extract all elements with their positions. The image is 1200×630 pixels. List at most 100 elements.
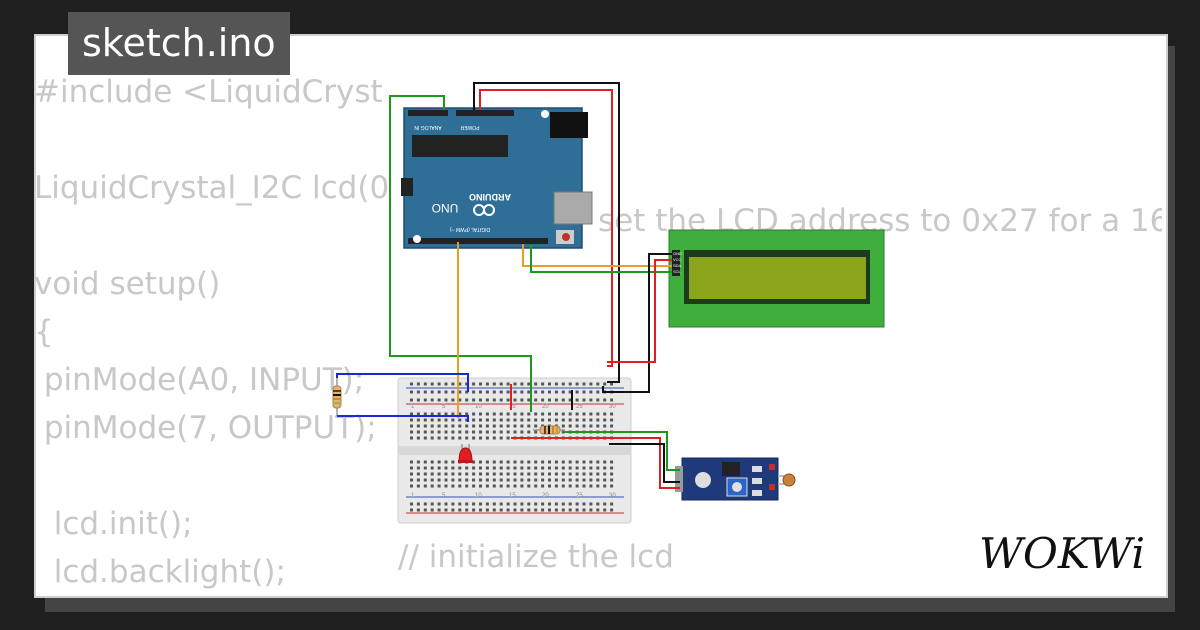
breadboard-hole[interactable] [568,424,572,428]
breadboard-hole[interactable] [430,466,434,470]
breadboard-hole[interactable] [589,424,593,428]
breadboard-hole[interactable] [479,466,482,470]
breadboard-hole[interactable] [603,508,607,512]
breadboard-hole[interactable] [541,478,545,482]
breadboard-hole[interactable] [527,484,531,488]
breadboard-hole[interactable] [513,430,517,434]
breadboard-hole[interactable] [548,502,551,506]
breadboard-hole[interactable] [492,484,496,488]
breadboard-hole[interactable] [416,424,420,428]
breadboard-hole[interactable] [451,436,455,440]
breadboard-hole[interactable] [596,412,600,416]
breadboard-hole[interactable] [541,466,545,470]
breadboard-hole[interactable] [513,460,517,464]
breadboard-hole[interactable] [416,478,420,482]
breadboard-hole[interactable] [554,502,558,506]
breadboard-hole[interactable] [423,436,427,440]
wire-black-gnd[interactable] [473,82,620,383]
breadboard-hole[interactable] [541,502,545,506]
breadboard-hole[interactable] [575,460,579,464]
breadboard-hole[interactable] [485,478,489,482]
breadboard-hole[interactable] [506,418,510,422]
breadboard-hole[interactable] [499,502,503,506]
breadboard-hole[interactable] [554,478,558,482]
breadboard-hole[interactable] [589,460,593,464]
breadboard-hole[interactable] [485,508,489,512]
breadboard-hole[interactable] [451,478,455,482]
breadboard-hole[interactable] [410,412,413,416]
breadboard-hole[interactable] [541,460,545,464]
breadboard-hole[interactable] [513,412,517,416]
breadboard-hole[interactable] [506,398,510,402]
breadboard-hole[interactable] [568,398,572,402]
breadboard-hole[interactable] [575,412,579,416]
breadboard-hole[interactable] [444,412,448,416]
breadboard-hole[interactable] [479,418,482,422]
breadboard-hole[interactable] [610,418,614,422]
breadboard-hole[interactable] [430,484,434,488]
breadboard-hole[interactable] [410,436,413,440]
breadboard-hole[interactable] [410,466,413,470]
breadboard-hole[interactable] [596,398,600,402]
breadboard-hole[interactable] [492,460,496,464]
breadboard-hole[interactable] [534,390,538,394]
breadboard-hole[interactable] [596,478,600,482]
breadboard-hole[interactable] [575,382,579,386]
breadboard-hole[interactable] [423,472,427,476]
breadboard-hole[interactable] [465,466,469,470]
breadboard-hole[interactable] [527,478,531,482]
breadboard-hole[interactable] [451,508,455,512]
breadboard-hole[interactable] [472,472,476,476]
breadboard-hole[interactable] [520,484,524,488]
wire-red-5v[interactable] [479,89,613,367]
breadboard-hole[interactable] [561,390,565,394]
breadboard-hole[interactable] [492,390,496,394]
breadboard-hole[interactable] [444,418,448,422]
breadboard-hole[interactable] [548,460,551,464]
breadboard-hole[interactable] [568,478,572,482]
breadboard-hole[interactable] [465,472,469,476]
breadboard-hole[interactable] [444,390,448,394]
breadboard-hole[interactable] [430,390,434,394]
breadboard-hole[interactable] [568,382,572,386]
breadboard-hole[interactable] [430,418,434,422]
breadboard-hole[interactable] [561,502,565,506]
breadboard-hole[interactable] [430,430,434,434]
breadboard-hole[interactable] [437,424,441,428]
breadboard-hole[interactable] [423,478,427,482]
breadboard-hole[interactable] [541,398,545,402]
breadboard-hole[interactable] [561,412,565,416]
breadboard-hole[interactable] [485,460,489,464]
breadboard-hole[interactable] [554,382,558,386]
breadboard-hole[interactable] [430,436,434,440]
breadboard-hole[interactable] [527,460,531,464]
breadboard-hole[interactable] [520,466,524,470]
breadboard-hole[interactable] [437,430,441,434]
breadboard-hole[interactable] [610,424,614,428]
breadboard-hole[interactable] [548,412,551,416]
breadboard-hole[interactable] [479,508,482,512]
breadboard-hole[interactable] [534,484,538,488]
breadboard-hole[interactable] [499,436,503,440]
breadboard-hole[interactable] [444,430,448,434]
wire-green-a0[interactable] [389,95,532,412]
breadboard-hole[interactable] [527,382,531,386]
breadboard-hole[interactable] [465,390,469,394]
breadboard-hole[interactable] [582,472,586,476]
breadboard-hole[interactable] [554,418,558,422]
breadboard-hole[interactable] [534,478,538,482]
breadboard-hole[interactable] [610,508,614,512]
breadboard-hole[interactable] [485,466,489,470]
breadboard-hole[interactable] [472,412,476,416]
breadboard-hole[interactable] [410,398,413,402]
breadboard-hole[interactable] [520,430,524,434]
breadboard-hole[interactable] [499,466,503,470]
breadboard-hole[interactable] [527,502,531,506]
breadboard-hole[interactable] [423,466,427,470]
breadboard-hole[interactable] [554,398,558,402]
breadboard-hole[interactable] [465,508,469,512]
breadboard-hole[interactable] [451,484,455,488]
breadboard-hole[interactable] [575,418,579,422]
breadboard-hole[interactable] [534,412,538,416]
breadboard-hole[interactable] [444,502,448,506]
